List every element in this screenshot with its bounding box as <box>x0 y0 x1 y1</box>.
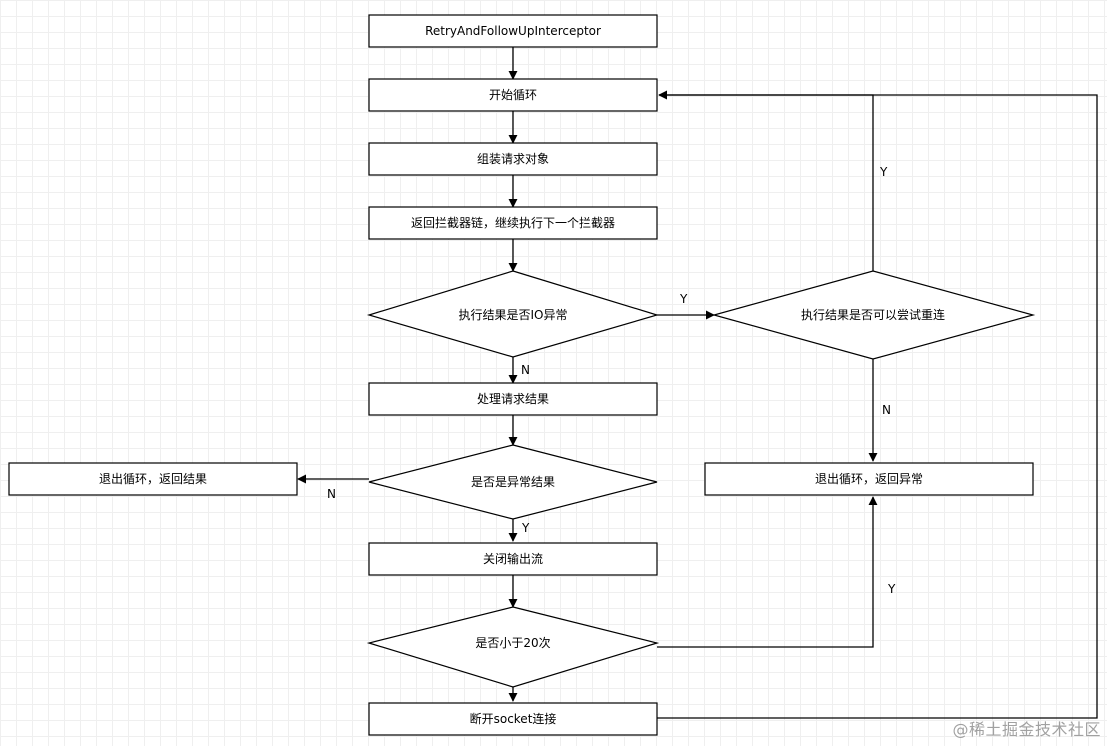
label-retry-yes: Y <box>879 165 888 179</box>
text-is-io-error: 执行结果是否IO异常 <box>459 308 568 322</box>
label-io-no: N <box>521 363 530 377</box>
diamond-is-error-result <box>368 444 658 520</box>
label-count-yes: Y <box>887 582 896 596</box>
text-start-loop: 开始循环 <box>489 88 537 102</box>
edge-disconnect-start <box>657 94 1098 719</box>
text-interceptor: RetryAndFollowUpInterceptor <box>425 24 601 38</box>
text-build-request: 组装请求对象 <box>477 152 549 166</box>
label-io-yes: Y <box>679 292 688 306</box>
text-less-than-20: 是否小于20次 <box>475 636 550 650</box>
text-disconnect: 断开socket连接 <box>470 711 557 726</box>
box-chain <box>368 206 658 240</box>
box-exit-result <box>8 462 298 496</box>
diamond-is-io-error <box>366 270 660 358</box>
box-close-stream <box>368 542 658 576</box>
text-handle-result: 处理请求结果 <box>477 392 549 406</box>
box-exit-error <box>704 462 1034 496</box>
box-disconnect <box>368 702 658 736</box>
edge-count-exit <box>657 496 878 648</box>
diamond-less-than-20 <box>366 606 660 688</box>
edge-retry-start <box>658 90 874 271</box>
label-result-no: N <box>327 487 336 501</box>
diamond-can-retry <box>711 270 1036 360</box>
box-start-loop <box>368 78 658 112</box>
text-is-error-result: 是否是异常结果 <box>471 475 555 489</box>
box-build-request <box>368 142 658 176</box>
label-retry-no: N <box>882 403 891 417</box>
text-exit-error: 退出循环，返回异常 <box>815 472 923 486</box>
text-exit-result: 退出循环，返回结果 <box>99 472 207 486</box>
watermark: @稀土掘金技术社区 <box>952 720 1101 739</box>
text-can-retry: 执行结果是否可以尝试重连 <box>801 307 945 322</box>
box-interceptor <box>368 14 658 48</box>
text-close-stream: 关闭输出流 <box>483 551 543 566</box>
label-result-yes: Y <box>521 521 530 535</box>
box-handle-result <box>368 382 658 416</box>
text-chain: 返回拦截器链，继续执行下一个拦截器 <box>411 215 615 230</box>
